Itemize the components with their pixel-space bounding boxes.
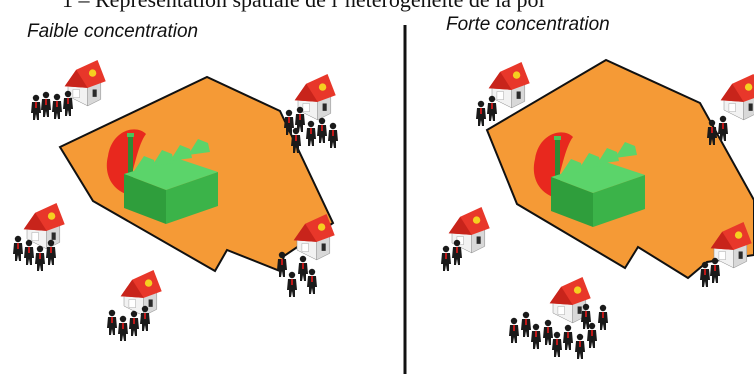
- person-icon: [328, 122, 338, 148]
- person-icon: [598, 304, 608, 330]
- person-icon: [509, 317, 519, 343]
- person-icon: [563, 324, 573, 350]
- person-group: [107, 305, 150, 341]
- person-icon: [298, 255, 308, 281]
- panel-title-low: Faible concentration: [27, 21, 198, 42]
- person-icon: [575, 333, 585, 359]
- person-icon: [118, 315, 128, 341]
- person-group: [441, 239, 462, 271]
- panel-title-high: Forte concentration: [446, 14, 610, 35]
- person-icon: [107, 309, 117, 335]
- person-icon: [129, 310, 139, 336]
- house-icon: [448, 206, 491, 254]
- house-icon: [720, 73, 754, 121]
- person-icon: [531, 323, 541, 349]
- house-icon: [120, 269, 163, 317]
- person-icon: [13, 235, 23, 261]
- person-group: [476, 95, 497, 126]
- figure-caption: 1 – Représentation spatiale de l’hétérog…: [62, 0, 545, 12]
- person-icon: [41, 91, 51, 117]
- person-icon: [317, 117, 327, 143]
- panel-low-concentration: Faible concentration: [13, 21, 338, 341]
- person-icon: [35, 245, 45, 271]
- person-icon: [521, 311, 531, 337]
- person-icon: [31, 94, 41, 120]
- house-icon: [488, 61, 531, 109]
- person-icon: [24, 239, 34, 265]
- person-icon: [543, 319, 553, 345]
- person-icon: [476, 100, 486, 126]
- person-icon: [52, 93, 62, 119]
- person-group: [31, 90, 73, 120]
- person-icon: [552, 331, 562, 357]
- person-icon: [306, 120, 316, 146]
- panel-high-concentration: Forte concentration: [441, 14, 754, 359]
- person-icon: [287, 271, 297, 297]
- person-icon: [441, 245, 451, 271]
- person-icon: [307, 268, 317, 294]
